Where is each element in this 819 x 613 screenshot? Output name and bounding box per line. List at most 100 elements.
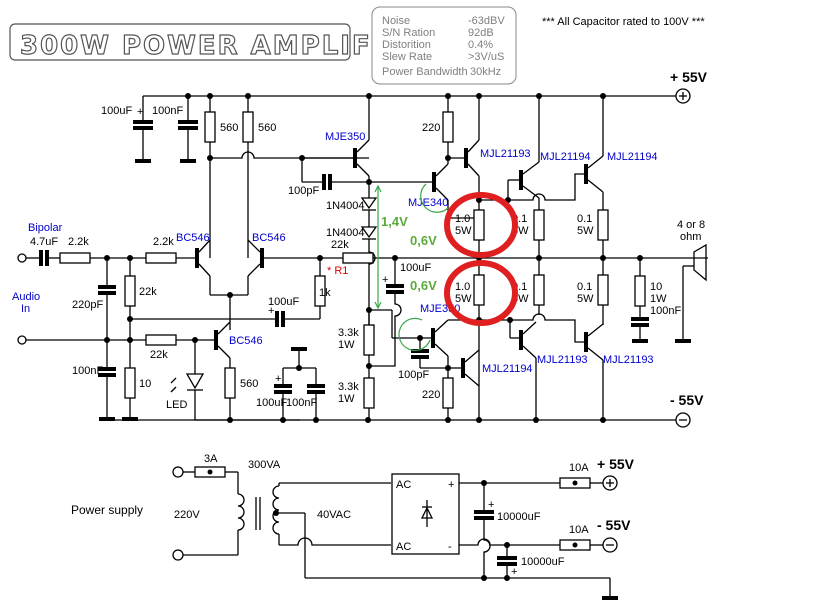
spec-box: Noise -63dBV S/N Ration 92dB Distorition… [371,6,517,85]
component-label: 100nF [286,397,317,409]
component-label: 1W [338,393,355,405]
driver-top: 220 MJE340 MJL21193 [408,96,531,219]
resistor-560-pair: 560 560 [204,96,369,258]
component-label: 10 [139,378,151,390]
component-label: 300VA [248,459,281,471]
component-label: 2.2k [68,236,89,248]
component-label: MJL21193 [603,354,654,366]
component-label: 560 [258,122,276,134]
component-label: ohm [680,231,701,243]
component-label: 1,4V [381,214,408,229]
component-label: In [21,303,30,315]
component-label: + [275,373,281,385]
component-label: 100uF [101,105,132,117]
ground-caps: 100uF 100nF + [256,347,325,420]
component-label: 22k [139,286,157,298]
component-label: 220pF [72,299,103,311]
component-label: 100uF [400,262,431,274]
component-label: 22k [150,349,168,361]
component-label: 560 [240,378,258,390]
component-label: 10 [650,281,662,293]
component-label: 100uF [268,296,299,308]
component-label: 2.2k [153,236,174,248]
component-label: 10000uF [521,556,565,568]
component-label: AC [396,479,411,491]
component-label: 0.1 [577,281,592,293]
spec-value: 92dB [468,27,494,39]
component-label: + [448,479,454,491]
spec-label: S/N Ration [382,27,435,39]
component-label: - [448,541,452,553]
vas-stage: MJE350 100pF 1N4004 1N4004 3.3k 1W 3.3k … [288,96,432,420]
component-label: Audio [12,291,40,303]
component-label: 1W [338,339,355,351]
component-label: 100uF [256,397,287,409]
component-label: 100nF [152,105,183,117]
component-label: 1.0 [455,281,470,293]
component-label: 1k [319,287,331,299]
spec-value: >3V/uS [468,51,504,63]
component-label: LED [166,399,187,411]
component-label: 3.3k [338,327,359,339]
bc546-diff-pair: BC546 BC546 BC546 560 [176,232,343,420]
title-text: 300W POWER AMPLIFIER [20,31,425,61]
rail-positive-label: + 55V [670,69,708,85]
component-label: + 55V [597,456,635,472]
component-label: 100nF [72,365,103,377]
spec-label: Distorition [382,39,431,51]
component-label: Power supply [71,503,143,517]
component-label: MJE350 [325,131,365,143]
component-label: 4 or 8 [677,219,705,231]
spec-label: Noise [382,15,410,27]
component-label: MJL21194 [540,151,591,163]
component-label: 0.1 [577,213,592,225]
spec-value: 0.4% [468,39,493,51]
capacitor-note: *** All Capacitor rated to 100V *** [542,16,705,28]
component-label: 3A [204,453,218,465]
component-label: 3.3k [338,381,359,393]
component-label: 10A [569,462,589,474]
component-label: 0,6V [410,278,437,293]
component-label: MJL21193 [480,148,531,160]
component-label: 220 [422,122,440,134]
component-label: BC546 [229,335,263,347]
highlight-circles [444,192,518,326]
component-label: Bipolar [28,222,63,234]
component-label: 1.0 [455,213,470,225]
power-supply: Power supply 3A 220V 300VA 40VAC AC AC +… [71,453,635,600]
component-label: 1N4004 [326,227,365,239]
component-label: + [268,305,274,317]
component-label: + [488,499,494,511]
component-label: MJL21194 [482,363,533,375]
component-label: 40VAC [317,509,351,521]
component-label: AC [396,541,411,553]
driver-bottom: MJE350 100pF 220 MJL21194 [391,303,533,420]
spec-value: -63dBV [468,15,505,27]
component-label: + [137,106,143,118]
voltage-annotations: 1,4V 0,6V 0,6V [374,183,449,351]
component-label: 5W [455,293,472,305]
negative-rail: - 55V [104,392,704,428]
component-label: 100nF [650,305,681,317]
component-label: 1W [650,293,667,305]
spec-label: Slew Rate [382,51,432,63]
component-label: 560 [220,122,238,134]
component-label: 100pF [398,369,429,381]
component-label: 220 [422,389,440,401]
component-label: BC546 [176,232,210,244]
component-label: - 55V [597,517,631,533]
component-label: 100pF [288,185,319,197]
zobel-speaker: 10 1W 100nF 4 or 8 ohm [631,219,707,343]
component-label: 5W [455,225,472,237]
component-label: 1N4004 [326,200,365,212]
led: LED [166,340,300,421]
component-label: 220V [174,509,200,521]
title-banner: 300W POWER AMPLIFIER [9,23,425,62]
component-label: 4.7uF [30,236,58,248]
component-label: 0,6V [410,233,437,248]
component-label: MJE340 [408,197,448,209]
spec-value: 30kHz [470,66,501,78]
rail-negative-label: - 55V [670,392,704,408]
component-label: 5W [577,225,594,237]
